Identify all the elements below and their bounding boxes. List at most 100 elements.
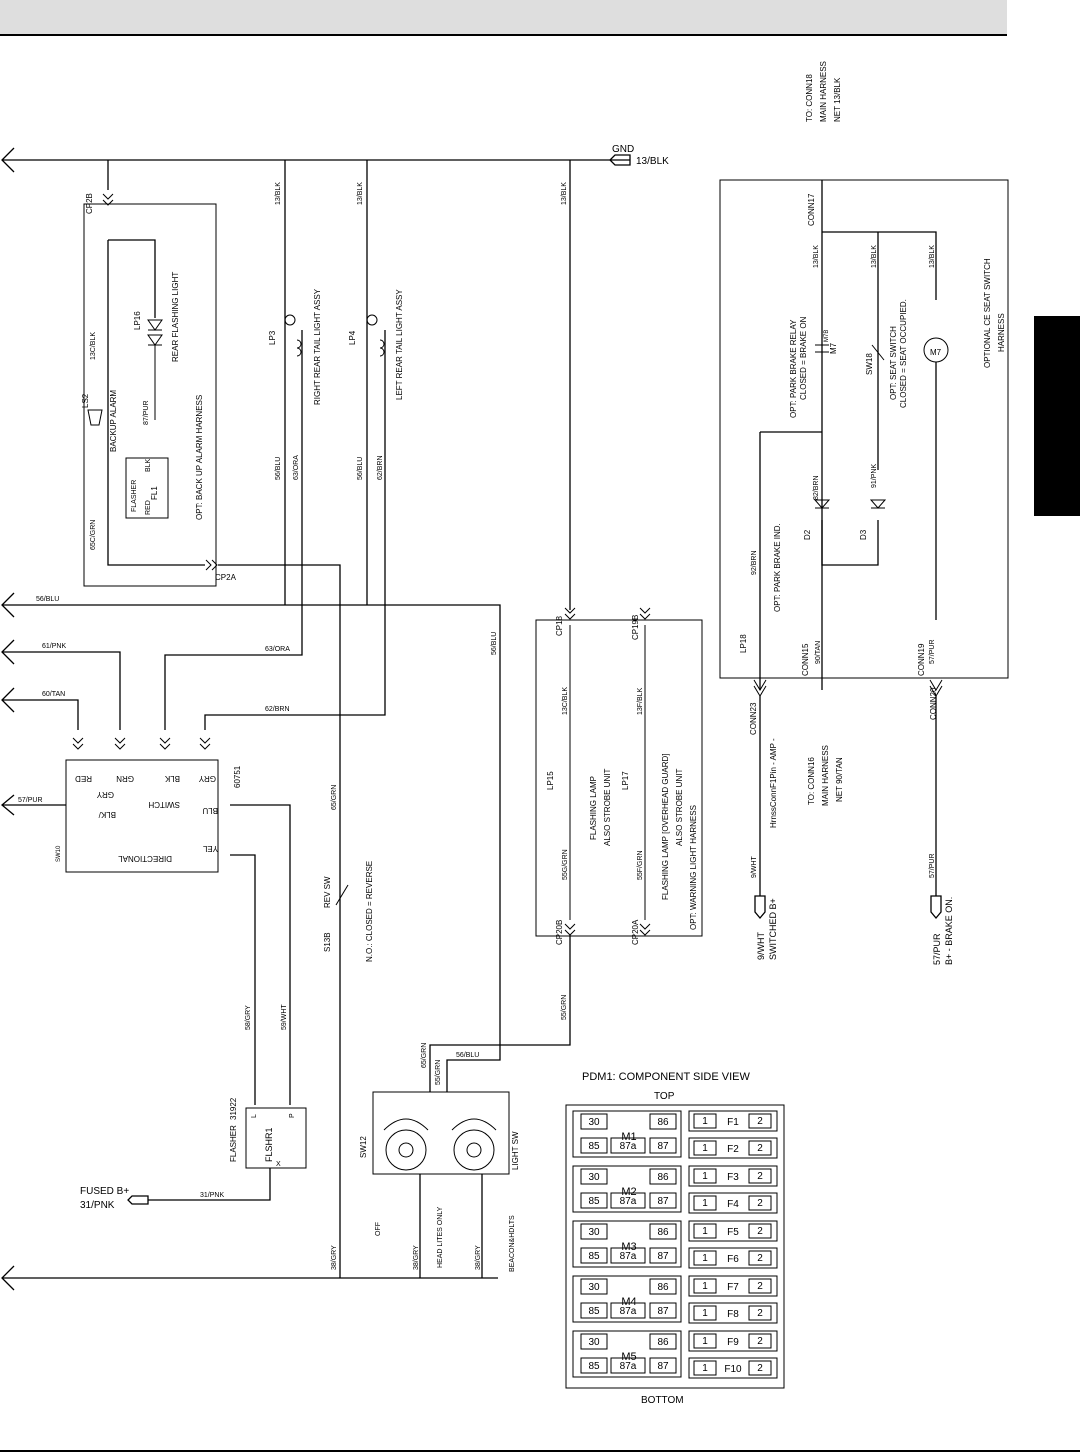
relay-pin-30: 30 bbox=[588, 1117, 600, 1128]
fuse-pin-2: 2 bbox=[757, 1171, 763, 1182]
relay-pin-85: 85 bbox=[588, 1361, 600, 1372]
relay-pin-30-box bbox=[580, 1113, 608, 1130]
relay-pin-86-box bbox=[649, 1113, 677, 1130]
fuse-pin-2: 2 bbox=[757, 1226, 763, 1237]
w13-lp4: 13/BLK bbox=[357, 182, 364, 205]
relay-pin-30-box bbox=[580, 1223, 608, 1240]
w61-label: 61/PNK bbox=[42, 643, 66, 650]
w57-dir: 57/PUR bbox=[18, 797, 43, 804]
w13-lp3: 13/BLK bbox=[275, 182, 282, 205]
relay-pin-87a-box bbox=[610, 1302, 646, 1319]
revsw-note: N.O.: CLOSED = REVERSE bbox=[365, 861, 374, 962]
sw12-off: OFF bbox=[375, 1222, 382, 1236]
fuse-pin-2-box bbox=[748, 1250, 772, 1266]
w55-sw: 55/GRN bbox=[435, 1060, 442, 1085]
w82-label: 82/BRN bbox=[813, 475, 820, 500]
relay-pin-87-box bbox=[649, 1302, 677, 1319]
w90-label: 90/TAN bbox=[815, 641, 822, 664]
fuse-name: F9 bbox=[727, 1337, 739, 1348]
fuse-pin-2-box bbox=[748, 1278, 772, 1294]
swb-1: 9/WHT bbox=[756, 932, 766, 961]
fuse-pin-2-box bbox=[748, 1113, 772, 1129]
w13c-lp15: 13C/BLK bbox=[562, 687, 569, 715]
fuse-pin-1: 1 bbox=[702, 1281, 708, 1292]
flsh-p: P bbox=[289, 1113, 296, 1118]
fused-label: FUSED B+ bbox=[80, 1186, 129, 1197]
cp20a-label: CP20A bbox=[631, 919, 640, 945]
pdm-fuse-frame bbox=[688, 1302, 778, 1324]
flasher-label: FLASHER bbox=[131, 480, 138, 512]
sw12-name: LIGHT SW bbox=[511, 1131, 520, 1170]
pdm-bottom: BOTTOM bbox=[641, 1395, 684, 1406]
fuse-name: F7 bbox=[727, 1282, 739, 1293]
relay-pin-87: 87 bbox=[657, 1306, 669, 1317]
fuse-pin-1: 1 bbox=[702, 1143, 708, 1154]
gnd-net: 13/BLK bbox=[636, 156, 669, 167]
blk-pin: BLK bbox=[145, 458, 152, 472]
relay-pin-85-box bbox=[580, 1247, 608, 1264]
relay-pin-87a: 87a bbox=[620, 1306, 637, 1317]
w55g-lp15: 55G/GRN bbox=[562, 849, 569, 880]
fuse-pin-1-box bbox=[693, 1195, 717, 1211]
fuse-pin-1: 1 bbox=[702, 1308, 708, 1319]
rear-flash-label: REAR FLASHING LIGHT bbox=[171, 272, 180, 362]
relay-pin-85-box bbox=[580, 1357, 608, 1374]
w65-sw: 65/GRN bbox=[421, 1043, 428, 1068]
relay-pin-30-box bbox=[580, 1168, 608, 1185]
revsw-name: REV SW bbox=[323, 876, 332, 908]
w63-lp3: 63/ORA bbox=[293, 455, 300, 480]
closed-brake: CLOSED = BRAKE ON bbox=[799, 316, 808, 400]
directional-switch: RED GRN BLK GRY GRY BLK/ SWITCH BLU YEL … bbox=[0, 737, 291, 1105]
relay-pin-86: 86 bbox=[657, 1337, 669, 1348]
flsh-part: 31922 bbox=[229, 1097, 238, 1120]
dir-grn: GRN bbox=[116, 774, 134, 783]
pdm-top: TOP bbox=[654, 1091, 675, 1102]
pdm-fuse-frame bbox=[688, 1330, 778, 1352]
lp18-label: LP18 bbox=[739, 634, 748, 653]
relay-pin-87: 87 bbox=[657, 1361, 669, 1372]
pdm-relay-frame bbox=[572, 1165, 682, 1213]
w62-lp4: 62/BRN bbox=[377, 455, 384, 480]
lp15-label: LP15 bbox=[546, 771, 555, 790]
relay-pin-87a-box bbox=[610, 1137, 646, 1154]
hrnss-label: HrnssConnF1Pin - AMP - bbox=[769, 738, 778, 828]
dir-gry2: GRY bbox=[96, 790, 114, 799]
revsw-id: S13B bbox=[323, 932, 332, 952]
relay-pin-87a-box bbox=[610, 1192, 646, 1209]
cp2a-label: CP2A bbox=[215, 573, 237, 582]
fuse-pin-1-box bbox=[693, 1333, 717, 1349]
sw18-label: SW18 bbox=[865, 353, 874, 375]
relay-pin-87a: 87a bbox=[620, 1251, 637, 1262]
fuse-pin-2: 2 bbox=[757, 1308, 763, 1319]
relay-pin-30-box bbox=[580, 1333, 608, 1350]
relay-pin-30-box bbox=[580, 1278, 608, 1295]
dir-yel: YEL bbox=[202, 844, 218, 853]
fuse-name: F6 bbox=[727, 1254, 739, 1265]
relay-pin-87a-box bbox=[610, 1357, 646, 1374]
fuse-pin-2: 2 bbox=[757, 1198, 763, 1209]
seat-switch: OPT: SEAT SWITCH bbox=[889, 326, 898, 400]
fuse-name: F1 bbox=[727, 1117, 739, 1128]
page-header-bar bbox=[0, 0, 1007, 36]
m7-circle-label: M7 bbox=[930, 348, 942, 357]
flash-lamp-oh: FLASHING LAMP [OVERHEAD GUARD] bbox=[661, 753, 670, 900]
pdm-fuse-frame bbox=[688, 1110, 778, 1132]
fuse-pin-2-box bbox=[748, 1223, 772, 1239]
dir-blkp: BLK/ bbox=[98, 810, 116, 819]
flsh-x: X bbox=[276, 1161, 281, 1168]
w56-lp4: 56/BLU bbox=[357, 457, 364, 480]
relay-pin-87: 87 bbox=[657, 1196, 669, 1207]
flash-lamp-1: FLASHING LAMP bbox=[589, 776, 598, 840]
w9-label: 9/WHT bbox=[751, 856, 758, 879]
w13-m7b: 13/BLK bbox=[813, 245, 820, 268]
flsh-title: FLASHER bbox=[229, 1125, 238, 1162]
w13c-label: 13C/BLK bbox=[90, 332, 97, 360]
relay-pin-87-box bbox=[649, 1192, 677, 1209]
pdm-fuse-frame bbox=[688, 1357, 778, 1379]
relay-pin-87-box bbox=[649, 1137, 677, 1154]
cp2b-label: CP2B bbox=[85, 193, 94, 214]
opt-backup-label: OPT: BACK UP ALARM HARNESS bbox=[195, 395, 204, 520]
backup-alarm-label: BACKUP ALARM bbox=[109, 390, 118, 452]
flsh-id: FLSHR1 bbox=[264, 1127, 274, 1162]
